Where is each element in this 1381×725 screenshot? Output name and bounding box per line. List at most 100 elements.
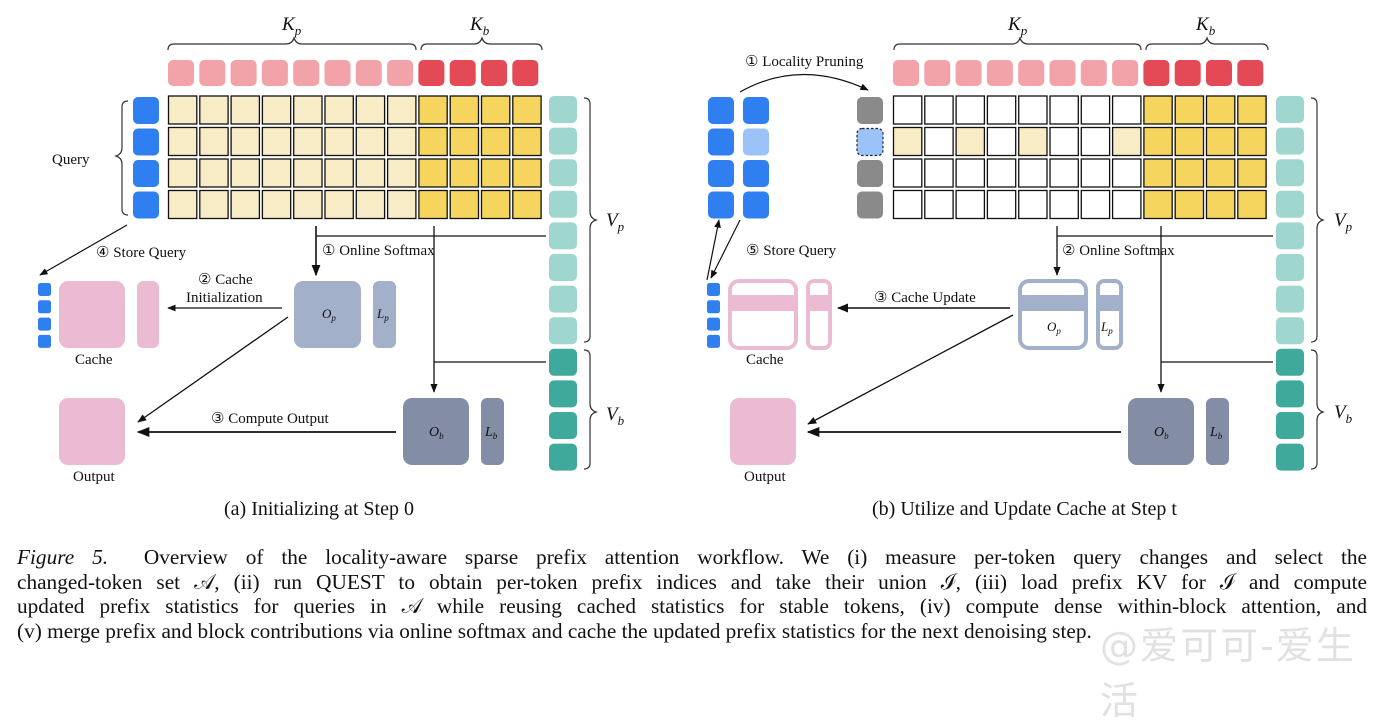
block-score-cell xyxy=(418,189,448,220)
prefix-value-tile xyxy=(549,254,577,281)
locality-pruning-label: ① Locality Pruning xyxy=(745,54,864,70)
previous-query-tile xyxy=(708,160,734,187)
block-key-tile xyxy=(1174,60,1201,86)
prefix-score-cell xyxy=(924,189,954,220)
kp-brace xyxy=(167,36,417,51)
prefix-key-tile xyxy=(924,60,951,86)
lp-block xyxy=(373,281,396,348)
prefix-score-cell xyxy=(1080,95,1111,125)
ob-block xyxy=(403,398,469,465)
prefix-value-tile xyxy=(1276,254,1304,281)
prefix-score-cell xyxy=(986,126,1017,157)
output-block-b xyxy=(730,398,796,465)
prefix-key-tile xyxy=(293,60,320,86)
prefix-key-tile xyxy=(1080,60,1107,86)
attention-score-grid xyxy=(167,95,542,220)
panel-b-subtitle: (b) Utilize and Update Cache at Step t xyxy=(872,498,1177,520)
cached-query-tiles xyxy=(38,283,51,348)
lb-block xyxy=(481,398,504,465)
prefix-score-cell xyxy=(386,158,417,188)
block-score-cell xyxy=(1205,95,1236,125)
prefix-score-cell xyxy=(199,95,229,125)
prefix-score-cell xyxy=(924,126,954,157)
prefix-score-cell xyxy=(955,189,986,220)
block-key-tile xyxy=(512,60,539,86)
block-score-cell xyxy=(1143,189,1173,220)
cached-query-tile xyxy=(707,283,720,296)
prefix-key-tile xyxy=(1112,60,1139,86)
block-value-tile xyxy=(549,412,577,439)
prefix-to-output-arrow xyxy=(137,316,289,423)
block-key-tile xyxy=(1237,60,1264,86)
cache-op-update-band xyxy=(732,295,794,311)
cache-lp-update-band xyxy=(810,295,828,311)
prefix-score-cell xyxy=(355,158,386,188)
cache-update-label: ③ Cache Update xyxy=(874,290,976,306)
prefix-score-cell xyxy=(1018,189,1048,220)
prefix-to-output-arrow-b xyxy=(807,314,1014,425)
prefix-score-cell xyxy=(355,95,386,125)
lp-block-b xyxy=(1096,279,1123,350)
prefix-value-tile xyxy=(549,127,577,155)
kp-label: Kp xyxy=(281,14,302,38)
prefix-score-cell xyxy=(261,158,292,188)
cached-query-tile xyxy=(38,300,51,314)
block-value-tile xyxy=(1276,412,1304,439)
previous-query-tile xyxy=(708,128,734,156)
block-score-cell xyxy=(449,126,480,157)
store-query-arrow xyxy=(39,224,128,276)
prefix-score-cell xyxy=(1111,189,1142,220)
prefix-score-cell xyxy=(386,126,417,157)
ob-label-b: Ob xyxy=(1154,425,1169,441)
cache-init-label-1: ② Cache xyxy=(198,272,253,288)
vp-label: Vp xyxy=(606,210,625,234)
block-score-cell xyxy=(480,126,511,157)
prefix-value-tile xyxy=(1276,285,1304,313)
prefix-value-tile xyxy=(1276,222,1304,250)
prefix-score-cell xyxy=(892,189,923,220)
block-key-tile xyxy=(449,60,476,86)
key-tiles-b xyxy=(893,60,1264,86)
cache-lp-block-b xyxy=(806,279,832,350)
cached-query-tiles-b xyxy=(707,283,720,348)
block-score-cell xyxy=(449,95,480,125)
sparse-attention-grid xyxy=(892,95,1267,220)
prefix-score-cell xyxy=(986,189,1017,220)
locality-pruning-arrow xyxy=(739,73,869,93)
prefix-score-cell xyxy=(167,189,198,220)
prefix-score-cell xyxy=(324,126,354,157)
block-score-cell xyxy=(512,158,542,188)
prefix-score-cell xyxy=(1080,158,1111,188)
prefix-value-tile xyxy=(1276,127,1304,155)
prefix-score-cell xyxy=(261,95,292,125)
lb-label: Lb xyxy=(484,425,498,441)
key-tiles xyxy=(168,60,539,86)
op-label-b: Op xyxy=(1047,319,1061,336)
prefix-score-cell xyxy=(1018,126,1048,157)
figure-caption: Figure 5. Overview of the locality-aware… xyxy=(17,545,1367,643)
cache-label: Cache xyxy=(75,352,113,368)
compute-output-label: ③ Compute Output xyxy=(211,411,329,427)
prefix-score-cell xyxy=(355,189,386,220)
block-value-tile xyxy=(549,348,577,376)
online-softmax-label: ① Online Softmax xyxy=(322,243,435,259)
prefix-score-cell xyxy=(1111,95,1142,125)
current-query-tile xyxy=(743,97,769,124)
lb-label-b: Lb xyxy=(1209,425,1223,441)
prefix-score-cell xyxy=(167,95,198,125)
block-score-cell xyxy=(1237,126,1267,157)
block-value-tile xyxy=(549,443,577,471)
query-label: Query xyxy=(52,152,90,168)
block-score-cell xyxy=(1174,189,1205,220)
prefix-score-cell xyxy=(955,95,986,125)
vp-brace-b xyxy=(1310,97,1325,343)
block-score-cell xyxy=(1143,126,1173,157)
block-key-tile xyxy=(418,60,445,86)
block-score-cell xyxy=(1205,189,1236,220)
prefix-score-cell xyxy=(230,189,261,220)
query-tile xyxy=(133,97,159,124)
lp-label-b: Lp xyxy=(1100,319,1113,336)
block-score-cell xyxy=(512,95,542,125)
cached-query-tile xyxy=(38,334,51,348)
prefix-score-cell xyxy=(924,158,954,188)
